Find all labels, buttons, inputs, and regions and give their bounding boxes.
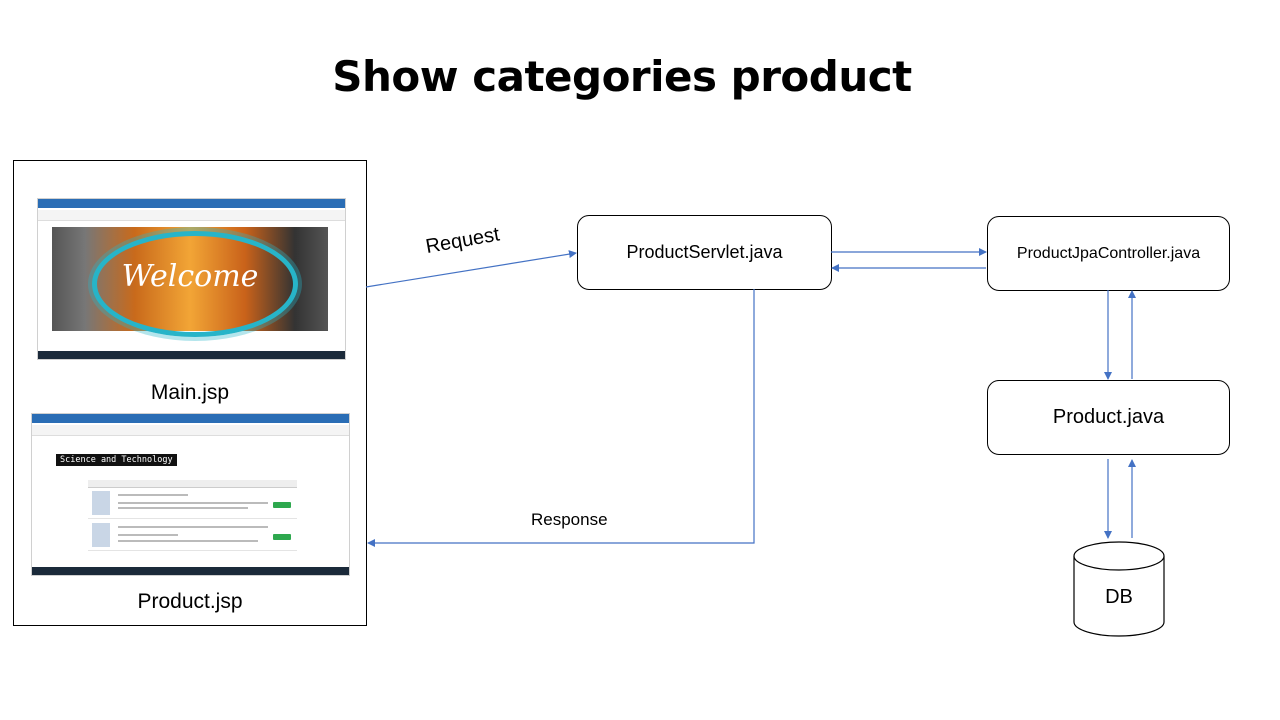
diagram-title: Show categories product	[332, 52, 912, 101]
browser-title-bar	[38, 199, 345, 208]
product-jsp-screenshot: Science and Technology	[31, 413, 350, 576]
add-to-cart-button	[273, 502, 291, 508]
windows-taskbar	[38, 351, 345, 359]
table-row	[88, 520, 297, 551]
controller-node: ProductJpaController.java	[987, 216, 1230, 291]
main-jsp-screenshot: Welcome	[37, 198, 346, 360]
book-thumbnail	[92, 491, 110, 515]
site-navbar	[32, 425, 349, 436]
database-cylinder	[1073, 541, 1165, 637]
row-text-line	[118, 540, 258, 542]
add-to-cart-button	[273, 534, 291, 540]
response-arrow	[367, 289, 755, 547]
welcome-carousel: Welcome	[52, 227, 328, 337]
entity-label: Product.java	[1052, 406, 1165, 428]
product-table-header	[88, 480, 297, 488]
welcome-banner-text: Welcome	[121, 259, 259, 294]
controller-label: ProductJpaController.java	[1016, 244, 1201, 262]
product-jsp-caption: Product.jsp	[137, 590, 243, 613]
book-thumbnail	[92, 523, 110, 547]
category-banner: Science and Technology	[56, 454, 177, 466]
jsp-screens-panel: Welcome Main.jsp Science and Technology …	[13, 160, 367, 626]
row-text-line	[118, 494, 188, 496]
row-text-line	[118, 534, 178, 536]
entity-node: Product.java	[987, 380, 1230, 455]
site-navbar	[38, 210, 345, 221]
windows-taskbar	[32, 567, 349, 575]
servlet-label: ProductServlet.java	[626, 242, 783, 262]
response-label: Response	[531, 510, 608, 529]
table-row	[88, 488, 297, 519]
main-jsp-caption: Main.jsp	[150, 381, 230, 404]
row-text-line	[118, 502, 268, 504]
carousel-ring	[92, 231, 298, 337]
browser-title-bar	[32, 414, 349, 423]
row-text-line	[118, 526, 268, 528]
row-text-line	[118, 507, 248, 509]
request-arrow	[365, 250, 577, 288]
db-label: DB	[1105, 586, 1133, 608]
servlet-node: ProductServlet.java	[577, 215, 832, 290]
